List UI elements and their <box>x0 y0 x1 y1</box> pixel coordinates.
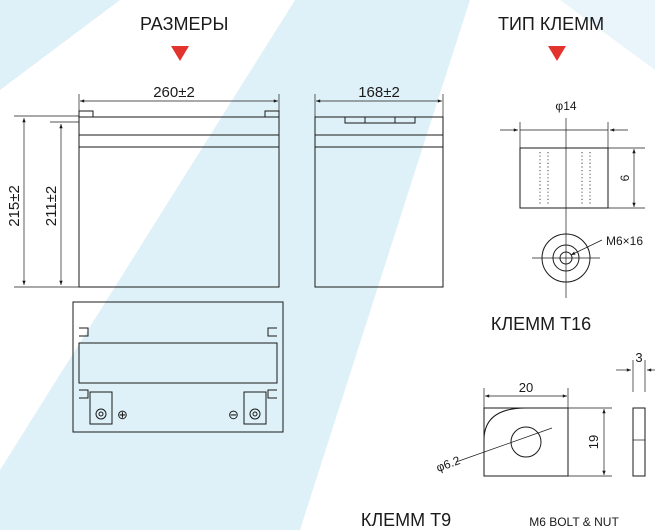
negative-symbol: ⊖ <box>228 407 239 422</box>
t16-diameter-label: φ14 <box>555 99 576 113</box>
terminal-type-arrow-icon <box>548 46 566 61</box>
stripe-left <box>0 0 120 90</box>
t9-side-profile <box>632 407 646 477</box>
stripe-right <box>560 0 655 70</box>
t9-hole-label: φ6.2 <box>434 453 462 475</box>
top-label-panel <box>78 342 278 384</box>
positive-terminal-core <box>98 411 104 417</box>
terminal-t9-drawing: 20 φ6.2 19 3 <box>434 350 655 477</box>
side-view: 168±2 <box>314 84 444 288</box>
terminal-type-heading: ТИП КЛЕММ <box>498 14 605 34</box>
side-top-handle <box>344 117 416 124</box>
terminal-t16-drawing: φ14 6 M6×16 <box>500 99 645 298</box>
t9-plate-outline <box>483 407 569 477</box>
negative-terminal-housing <box>243 391 267 425</box>
t16-title: КЛЕММ Т16 <box>491 314 591 334</box>
positive-terminal-icon <box>95 408 107 420</box>
front-box-height-label: 211±2 <box>43 186 60 227</box>
front-terminal-tabs <box>78 110 280 117</box>
side-width-label: 168±2 <box>358 84 400 101</box>
positive-symbol: ⊕ <box>117 407 128 422</box>
t9-width-label: 20 <box>519 380 533 395</box>
t16-terminal-body <box>519 147 609 209</box>
t16-thread-leader <box>570 239 603 256</box>
negative-terminal-core <box>252 411 258 417</box>
t9-bolt-hole <box>510 426 542 458</box>
t16-thread-label: M6×16 <box>606 234 643 248</box>
stripe-center <box>0 0 470 530</box>
top-body-outline <box>72 301 284 433</box>
top-corner-marks-upper <box>79 327 277 337</box>
side-body-outline <box>314 116 444 288</box>
front-width-label: 260±2 <box>153 84 195 101</box>
t16-height-label: 6 <box>618 174 632 181</box>
t9-title: КЛЕММ Т9 <box>361 510 451 530</box>
front-view: 260±2 215±2 211±2 <box>6 84 280 288</box>
positive-terminal-housing <box>89 391 113 425</box>
top-corner-marks-lower <box>79 389 277 399</box>
t9-thickness-label: 3 <box>635 350 642 365</box>
front-body-outline <box>78 116 280 288</box>
bolt-nut-label: M6 BOLT & NUT <box>529 515 619 529</box>
top-view: ⊕ ⊖ <box>72 301 284 433</box>
dimensions-heading: РАЗМЕРЫ <box>140 14 229 34</box>
front-total-height-label: 215±2 <box>6 185 23 227</box>
t9-height-label: 19 <box>586 435 601 449</box>
negative-terminal-icon <box>249 408 261 420</box>
t9-plate-curve <box>483 407 527 476</box>
dimensions-arrow-icon <box>171 46 189 61</box>
t9-hole-leader <box>455 427 553 463</box>
